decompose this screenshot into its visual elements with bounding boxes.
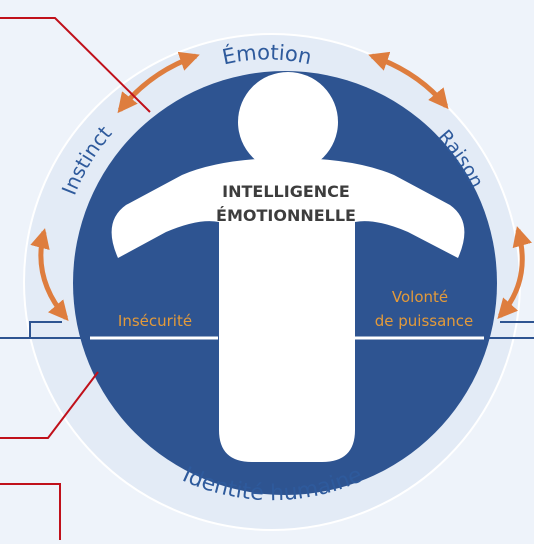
center-title-line2: ÉMOTIONNELLE — [216, 206, 356, 225]
label-insecurite: Insécurité — [118, 312, 192, 330]
label-volonte-line2: de puissance — [375, 312, 474, 330]
label-volonte-line1: Volonté — [392, 288, 448, 306]
arrow-raison-volonte — [497, 226, 532, 319]
callout-bottom-box — [0, 483, 61, 540]
figure-head — [238, 72, 338, 172]
center-title-line1: INTELLIGENCE — [222, 182, 350, 201]
left-bracket — [29, 321, 62, 338]
arrow-instinct-insecurite — [30, 228, 69, 322]
human-figure — [111, 72, 465, 462]
callout-middle-leader — [0, 371, 99, 439]
figure-body — [111, 158, 465, 462]
arrow-instinct-emotion — [117, 51, 200, 114]
arrow-emotion-raison — [368, 51, 449, 110]
callout-top-leader — [0, 17, 151, 113]
